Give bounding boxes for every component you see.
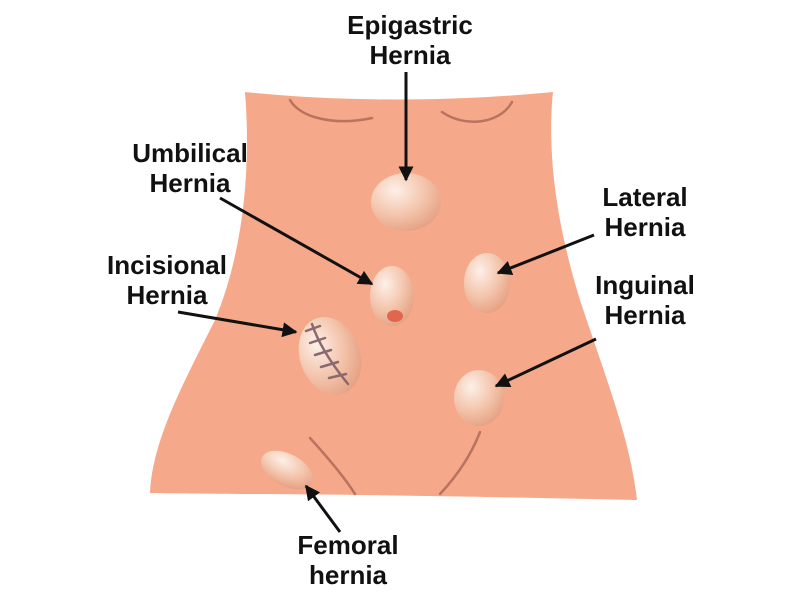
label-line: hernia [308,560,388,590]
inguinal-bulge [454,370,504,426]
lateral-bulge [464,253,510,313]
groin-line-right [438,430,482,496]
arrow-umbilical [219,196,374,286]
stitches-icon [304,322,350,386]
label-line: Femoral [297,530,399,560]
label-line: Incisional [107,250,227,280]
epigastric-bulge [371,173,441,231]
label-epigastric-hernia: Epigastric Hernia [330,10,490,70]
label-incisional-hernia: Incisional Hernia [82,250,252,310]
label-lateral-hernia: Lateral Hernia [565,182,725,242]
label-line: Umbilical [132,138,248,168]
label-line: Epigastric [347,10,473,40]
label-line: Hernia [149,168,231,198]
label-line: Hernia [126,280,208,310]
arrow-incisional [177,310,298,338]
label-line: Hernia [369,40,451,70]
arrow-lateral [496,233,595,276]
label-femoral-hernia: Femoral hernia [268,530,428,590]
incisional-bulge [298,317,362,395]
label-line: Hernia [604,212,686,242]
chest-line-left [288,98,374,123]
label-line: Hernia [604,300,686,330]
chest-line-right [440,100,514,123]
navel-icon [387,310,403,322]
label-line: Lateral [602,182,688,212]
arrow-inguinal [494,337,597,388]
label-umbilical-hernia: Umbilical Hernia [110,138,270,198]
label-line: Inguinal [595,270,695,300]
arrow-femoral [304,484,342,533]
groin-line-left [308,436,357,496]
umbilical-bulge [370,266,414,326]
femoral-bulge [261,450,313,490]
label-inguinal-hernia: Inguinal Hernia [565,270,725,330]
